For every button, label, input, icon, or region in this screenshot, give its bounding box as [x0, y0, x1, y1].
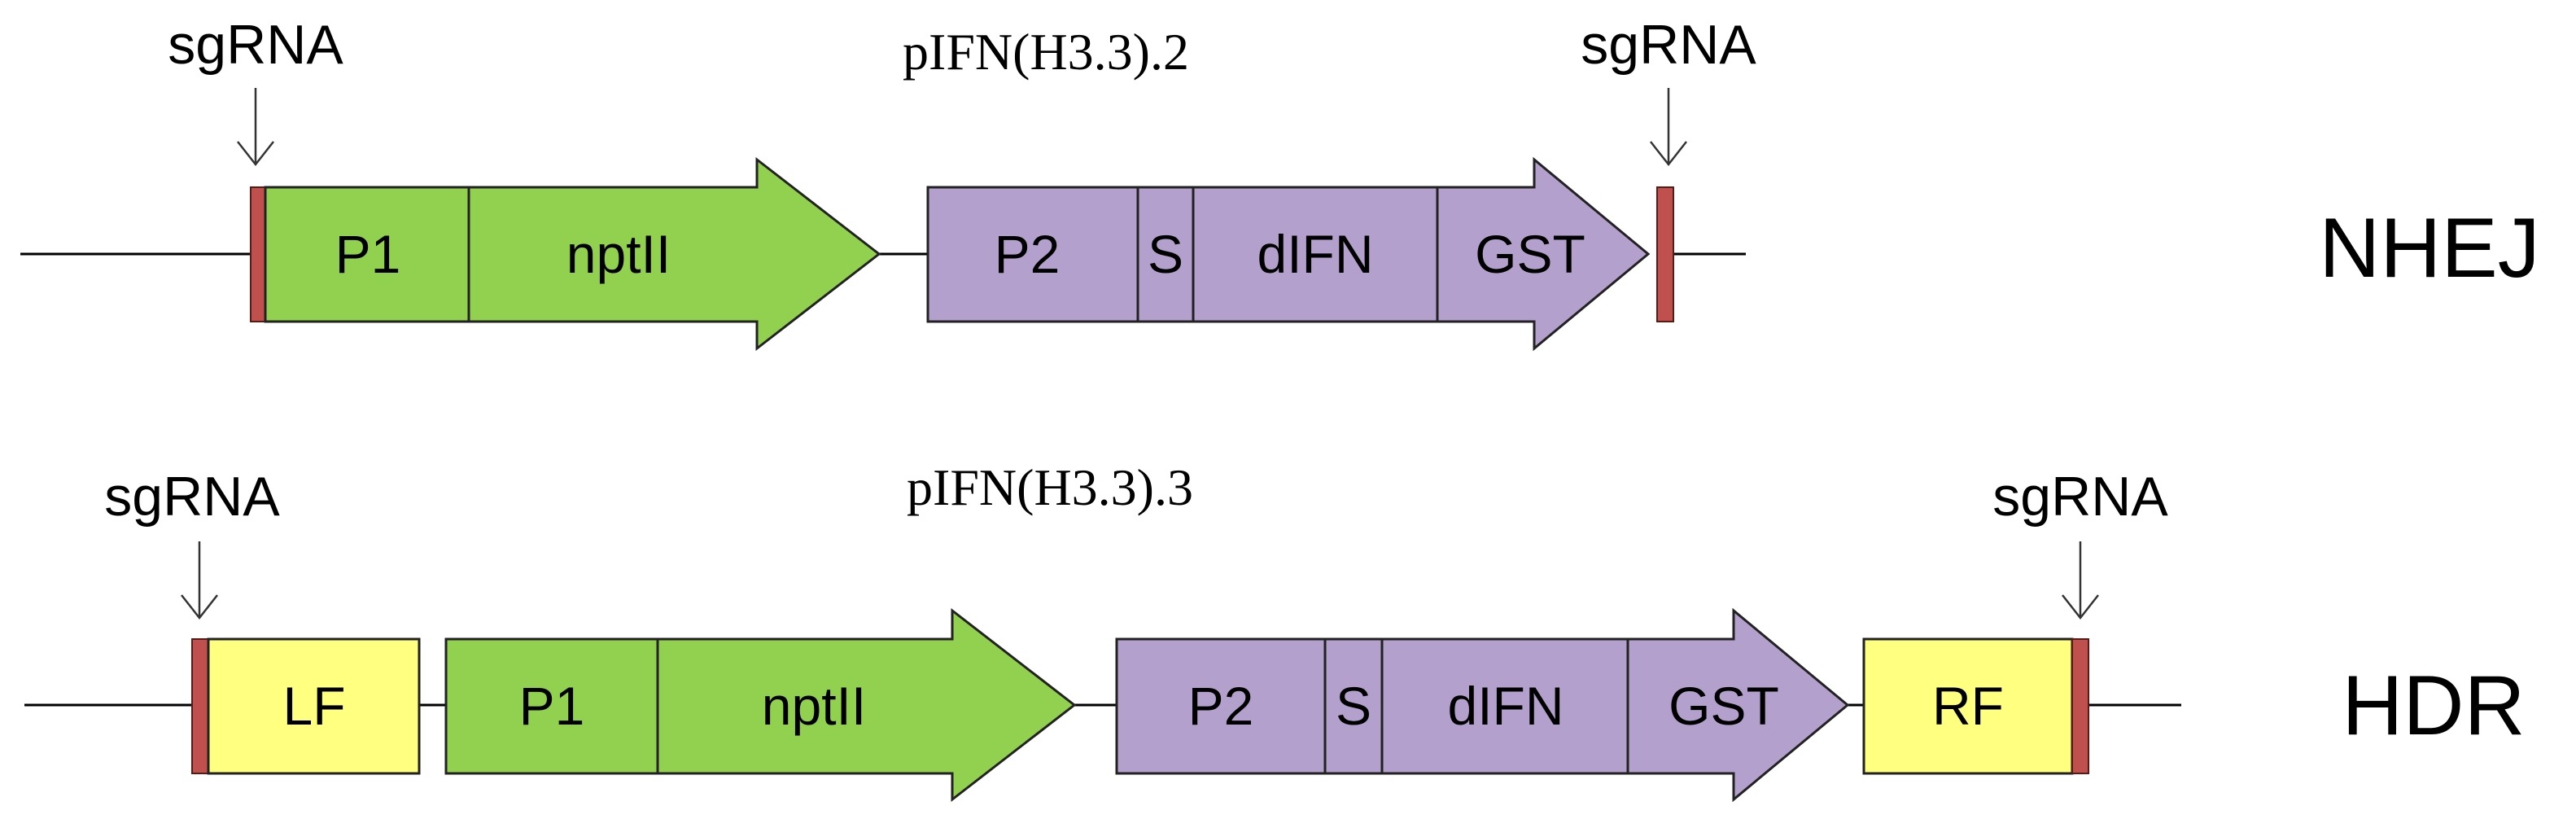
sgrna-arrowhead-left — [181, 594, 218, 620]
p2-label: P2 — [1188, 676, 1254, 736]
rf-box — [1862, 637, 2074, 775]
construct-title-bottom: pIFN(H3.3).3 — [907, 458, 1193, 516]
construct-nhej: sgRNA sgRNA pIFN(H3.3).2 NHEJ P1 nptII P… — [20, 14, 2540, 352]
difn-cassette — [926, 156, 1651, 352]
sgrna-label-right: sgRNA — [1581, 14, 1756, 76]
difn-cassette — [1115, 607, 1850, 803]
difn-label: dIFN — [1257, 224, 1373, 284]
gst-label: GST — [1475, 224, 1585, 284]
lf-box — [207, 637, 421, 775]
sgrna-site-left — [191, 638, 209, 774]
p1-label: P1 — [335, 224, 401, 284]
s-label: S — [1336, 676, 1371, 736]
sgrna-site-right — [2071, 638, 2089, 774]
sgrna-arrowhead-right — [1650, 141, 1687, 167]
sgrna-arrowhead-right — [2062, 594, 2099, 620]
rf-label: RF — [1932, 676, 2004, 736]
lf-label: LF — [282, 676, 345, 736]
side-label-hdr: HDR — [2342, 659, 2525, 753]
nptii-label: nptII — [566, 224, 671, 284]
gst-label: GST — [1668, 676, 1779, 736]
sgrna-label-left: sgRNA — [168, 14, 343, 76]
p1-label: P1 — [519, 676, 585, 736]
sgrna-site-right — [1656, 186, 1674, 322]
side-label-nhej: NHEJ — [2319, 201, 2540, 296]
sgrna-label-right: sgRNA — [1992, 466, 2168, 528]
sgrna-label-left: sgRNA — [104, 466, 280, 528]
nptii-cassette — [444, 607, 1077, 803]
nptii-label: nptII — [762, 676, 866, 736]
sgrna-arrowhead-left — [237, 141, 274, 167]
s-label: S — [1148, 224, 1183, 284]
construct-title-top: pIFN(H3.3).2 — [903, 23, 1189, 81]
construct-hdr: sgRNA sgRNA pIFN(H3.3).3 HDR LF P1 nptII… — [24, 458, 2526, 803]
difn-label: dIFN — [1447, 676, 1564, 736]
p2-label: P2 — [995, 224, 1061, 284]
nptii-cassette — [264, 156, 881, 352]
